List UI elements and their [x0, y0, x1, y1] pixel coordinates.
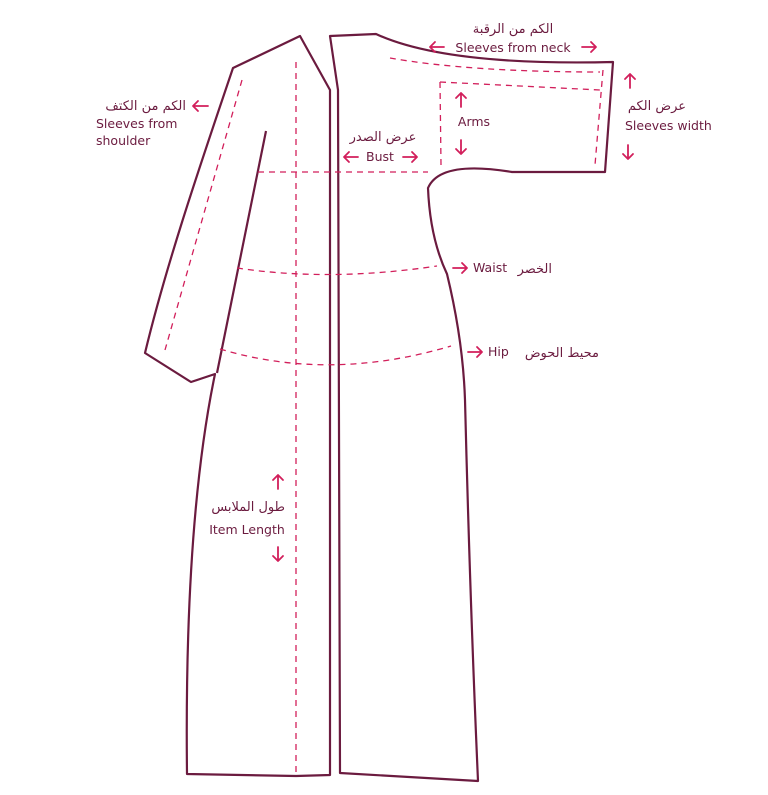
garment-outline — [143, 32, 615, 783]
sleeves-from-shoulder-label-ar: الكم من الكتف — [105, 99, 186, 114]
left-sleeve-guide — [164, 79, 243, 351]
waist-label-en: Waist — [473, 260, 507, 275]
neck-sleeve-guide — [389, 57, 601, 73]
sleeves-width-label-en: Sleeves width — [625, 118, 712, 133]
sleeves-from-shoulder-label-en-line2: shoulder — [96, 133, 151, 148]
arrow-up-icon — [455, 92, 467, 108]
item-length-label-ar: طول الملابس — [211, 500, 285, 515]
sleeves-from-neck-label-en: Sleeves from neck — [455, 40, 571, 55]
left-panel-outline — [143, 34, 332, 778]
arms-guide-vertical — [439, 81, 442, 166]
arrow-left-icon — [343, 151, 359, 163]
sleeves-from-shoulder-label-en: Sleeves from — [96, 116, 177, 131]
item-length-label-en: Item Length — [209, 522, 285, 537]
arrow-up-icon — [624, 73, 636, 89]
arrow-right-icon — [467, 346, 483, 358]
measurement-labels: الكم من الرقبة Sleeves from neck الكم من… — [96, 22, 712, 537]
arrow-down-icon — [622, 144, 634, 160]
arms-label: Arms — [458, 114, 490, 129]
waist-guide — [236, 265, 438, 276]
waist-label-ar: الخصر — [517, 262, 552, 277]
arrow-down-icon — [272, 546, 284, 562]
hip-guide — [219, 345, 452, 366]
measurement-guides — [164, 57, 604, 774]
arrow-left-icon — [192, 100, 209, 112]
sleeve-width-guide — [594, 69, 604, 166]
arms-guide-upper — [439, 81, 601, 91]
hip-label-ar: محيط الحوض — [525, 346, 599, 361]
arrow-up-icon — [272, 474, 284, 490]
arrow-right-icon — [452, 262, 468, 274]
measurement-arrows — [192, 41, 636, 562]
arrow-down-icon — [455, 139, 467, 155]
arrow-left-icon — [429, 41, 445, 53]
bust-label-ar: عرض الصدر — [349, 130, 417, 145]
arrow-right-icon — [402, 151, 418, 163]
left-sleeve-slit — [215, 130, 268, 374]
sleeves-width-label-ar: عرض الكم — [628, 99, 686, 114]
hip-label-en: Hip — [488, 344, 509, 359]
bust-label-en: Bust — [366, 149, 394, 164]
sleeves-from-neck-label-ar: الكم من الرقبة — [473, 22, 553, 37]
right-panel-outline — [328, 32, 615, 783]
arrow-right-icon — [581, 41, 597, 53]
